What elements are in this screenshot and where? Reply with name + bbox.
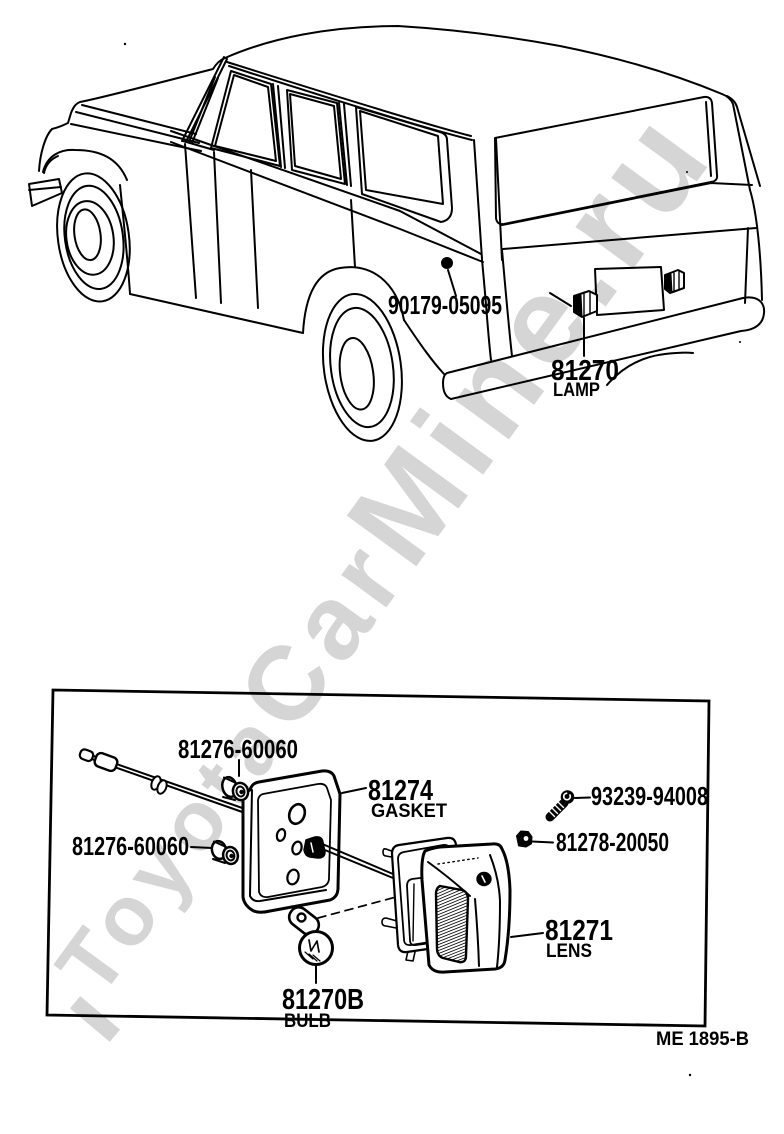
svg-text:81270: 81270 (551, 355, 619, 387)
svg-text:81271: 81271 (545, 915, 613, 947)
svg-text:ME 1895-B: ME 1895-B (656, 1029, 749, 1050)
svg-text:GASKET: GASKET (371, 801, 447, 822)
svg-text:81276-60060: 81276-60060 (72, 831, 189, 861)
svg-text:81276-60060: 81276-60060 (178, 734, 298, 764)
svg-text:81270B: 81270B (282, 984, 364, 1016)
svg-text:LENS: LENS (546, 941, 592, 962)
svg-text:LAMP: LAMP (553, 380, 600, 401)
svg-text:BULB: BULB (284, 1011, 331, 1032)
svg-text:81278-20050: 81278-20050 (556, 827, 669, 857)
svg-text:ToyotaCarMine.ru: ToyotaCarMine.ru (1, 81, 741, 1017)
svg-text:81274: 81274 (368, 775, 433, 807)
svg-text:93239-94008: 93239-94008 (591, 781, 708, 811)
svg-text:90179-05095: 90179-05095 (388, 290, 502, 320)
